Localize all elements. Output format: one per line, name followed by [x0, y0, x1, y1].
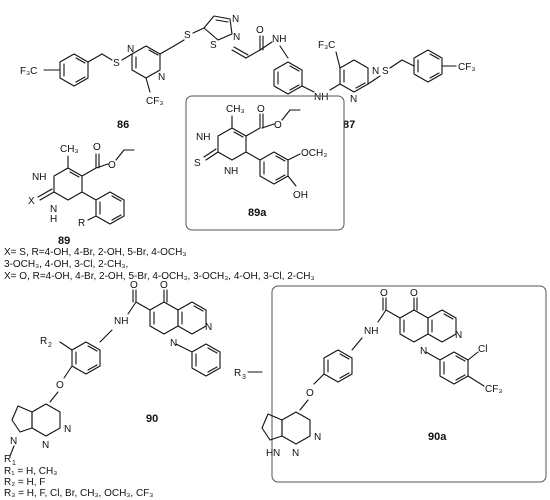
- nitrogen-atom: N: [273, 448, 280, 459]
- sulfur-atom: S: [184, 30, 191, 41]
- compound-label-87: 87: [343, 119, 355, 131]
- substituent-list-89-line1: X= S, R=4-OH, 4-Br, 2-OH, 5-Br, 4-OCH₃: [4, 247, 187, 258]
- compound-label-89a: 89a: [248, 207, 267, 219]
- pyrimidine-ring: [31, 403, 61, 437]
- compound-90a: N N O Cl CF₃ O NH O N N H N 90a: [261, 288, 502, 459]
- nitrogen-atom: N: [372, 66, 379, 77]
- oxygen-atom: O: [410, 288, 418, 299]
- amine-nh: NH: [196, 132, 210, 143]
- oxygen-atom: O: [108, 160, 116, 171]
- svg-text:1: 1: [12, 460, 16, 467]
- compound-label-89: 89: [58, 235, 70, 247]
- nitrogen-atom: N: [455, 330, 462, 341]
- amine-nh: NH: [32, 172, 46, 183]
- svg-text:3: 3: [242, 374, 246, 381]
- nitrogen-atom: N: [205, 322, 212, 333]
- oxygen-atom: O: [130, 280, 138, 291]
- methoxy-group: OCH₃: [301, 148, 327, 159]
- pyridine-ring: [177, 301, 207, 335]
- sulfur-atom: S: [194, 158, 201, 169]
- benzene-ring: [413, 49, 443, 83]
- pyrrole-ring: [11, 405, 33, 433]
- nitrogen-atom: N: [350, 94, 357, 105]
- amine-nh: NH: [314, 92, 328, 103]
- amine-nh: NH: [364, 326, 378, 337]
- nitrogen-atom: N: [10, 436, 17, 447]
- compound-89a: CH₃ NH N H S O O OCH₃ OH 89a: [194, 104, 327, 219]
- substituent-r1: R: [4, 454, 11, 465]
- methyl-group: CH₃: [60, 144, 79, 155]
- cf3-group: F₃C: [20, 66, 37, 77]
- nitrogen-atom: N: [42, 440, 49, 451]
- hydrogen-atom: H: [231, 166, 238, 177]
- chlorine-atom: Cl: [478, 344, 487, 355]
- compound-89: CH₃ NH N H X O O R 89: [28, 142, 135, 247]
- dihydropyrimidine-ring: [217, 127, 247, 161]
- substituent-r2: R: [40, 336, 47, 347]
- cf3-group: CF₃: [485, 384, 502, 395]
- nitrogen-atom: N: [232, 14, 239, 25]
- substituent-x: X: [28, 196, 35, 207]
- compound-label-90a: 90a: [428, 431, 447, 443]
- hydrogen-atom: H: [266, 448, 273, 459]
- cf3-group: CF₃: [458, 62, 475, 73]
- amine-nh: NH: [114, 316, 128, 327]
- r2-definition: R₂ = H, F: [4, 477, 46, 488]
- oxygen-atom: O: [256, 25, 264, 36]
- oxygen-atom: O: [56, 380, 64, 391]
- sulfur-atom: S: [113, 58, 120, 69]
- benzene-ring: [59, 53, 89, 87]
- pyrimidine-ring: [131, 45, 161, 79]
- nitrogen-atom: N: [420, 346, 427, 357]
- svg-text:2: 2: [48, 342, 52, 349]
- oxygen-atom: O: [274, 120, 282, 131]
- sulfur-atom: S: [210, 40, 217, 51]
- oxygen-atom: O: [380, 288, 388, 299]
- r3-definition: R₃ = H, F, Cl, Br, CH₃, OCH₃, CF₃: [4, 488, 154, 499]
- methyl-group: CH₃: [226, 104, 245, 115]
- amine-nh: NH: [272, 34, 286, 45]
- compound-87: O NH NH N N F₃C S CF₃ 87: [231, 25, 475, 131]
- oxygen-atom: O: [306, 388, 314, 399]
- highlight-box-89a: [185, 95, 345, 231]
- oxygen-atom: O: [160, 280, 168, 291]
- pyridine-ring: [427, 309, 457, 343]
- hydrogen-atom: H: [50, 214, 57, 225]
- nitrogen-atom: N: [158, 72, 165, 83]
- oxygen-atom: O: [93, 142, 101, 153]
- highlight-box-90a: [271, 285, 547, 483]
- pyrrole-ring: [261, 413, 283, 441]
- substituent-r: R: [78, 218, 85, 229]
- nitrogen-atom: N: [224, 166, 231, 177]
- nitrogen-atom: N: [64, 424, 71, 435]
- compound-label-86: 86: [117, 119, 129, 131]
- sulfur-atom: S: [382, 66, 389, 77]
- compound-label-90: 90: [146, 413, 158, 425]
- oxygen-atom: O: [257, 104, 265, 115]
- compound-90: N N O O NH R 2 O N N N R 1 R 3 90: [4, 280, 263, 467]
- dihydropyrimidine-ring: [53, 167, 83, 201]
- substituent-r3: R: [234, 368, 241, 379]
- nitrogen-atom: N: [314, 432, 321, 443]
- nitrogen-atom: N: [233, 32, 240, 43]
- hydroxyl-group: OH: [293, 190, 308, 201]
- phenyl-ring: [191, 343, 221, 377]
- nitrogen-atom: N: [127, 44, 134, 55]
- compound-86: F₃C S N N CF₃ S N N S 86: [20, 14, 240, 131]
- cf3-group: F₃C: [318, 40, 335, 51]
- nitrogen-atom: N: [50, 204, 57, 215]
- nitrogen-atom: N: [170, 338, 177, 349]
- thiadiazole-ring: [203, 15, 233, 41]
- nitrogen-atom: N: [292, 448, 299, 459]
- cf3-group: CF₃: [146, 96, 163, 107]
- substituent-list-89-line2: 3-OCH₃, 4-OH, 3-Cl, 2-CH₃,: [4, 259, 129, 270]
- r1-definition: R₁ = H, CH₃: [4, 466, 58, 477]
- pyrimidine-ring: [281, 411, 311, 445]
- substituent-list-89-line3: X= O, R=4-OH, 4-Br, 2-OH, 5-Br, 4-OCH₃, …: [4, 271, 315, 282]
